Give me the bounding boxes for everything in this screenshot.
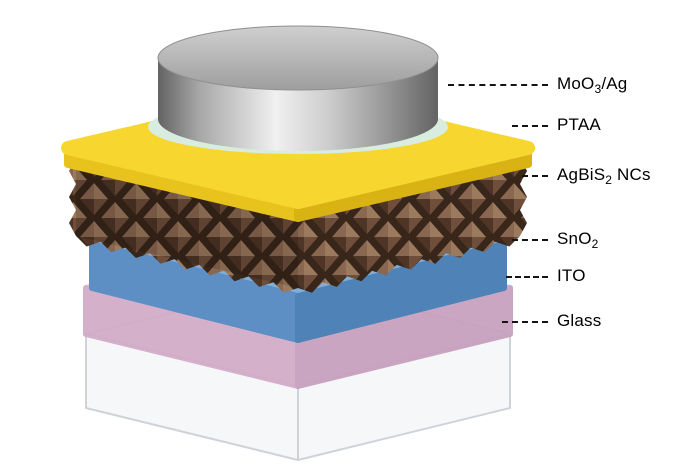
leader-line-ptaa (512, 125, 548, 127)
label-sno2-sub: 2 (591, 237, 599, 251)
label-row-moo3-ag: MoO3/Ag (448, 74, 627, 96)
label-row-agbis2-ncs: AgBiS2 NCs (522, 165, 651, 187)
label-moo3-ag-pre: MoO (557, 74, 595, 93)
label-ito: ITO (557, 266, 586, 288)
label-glass: Glass (557, 311, 601, 333)
label-row-sno2: SnO2 (512, 229, 599, 251)
moo3-ag-electrode (157, 25, 439, 151)
label-sno2-pre: SnO (557, 229, 592, 248)
label-ito-pre: ITO (557, 266, 586, 285)
label-agbis2-ncs-pre: AgBiS (557, 165, 606, 184)
label-agbis2-ncs-post: NCs (612, 165, 651, 184)
agbis2-nc-left-shade (76, 158, 298, 288)
label-sno2: SnO2 (557, 229, 599, 251)
electrode-top-face (157, 25, 439, 91)
leader-line-glass (502, 321, 548, 323)
label-moo3-ag: MoO3/Ag (557, 74, 627, 96)
label-row-ptaa: PTAA (512, 115, 601, 137)
leader-line-moo3-ag (448, 84, 548, 86)
leader-line-sno2 (512, 239, 548, 241)
leader-line-agbis2-ncs (522, 175, 548, 177)
label-row-glass: Glass (502, 311, 601, 333)
label-glass-pre: Glass (557, 311, 602, 330)
leader-line-ito (506, 276, 548, 278)
label-agbis2-ncs-sub: 2 (605, 173, 613, 187)
label-row-ito: ITO (506, 266, 586, 288)
label-agbis2-ncs: AgBiS2 NCs (557, 165, 651, 187)
label-ptaa-pre: PTAA (557, 115, 601, 134)
label-moo3-ag-sub: 3 (594, 82, 602, 96)
label-ptaa: PTAA (557, 115, 601, 137)
label-moo3-ag-post: /Ag (601, 74, 628, 93)
